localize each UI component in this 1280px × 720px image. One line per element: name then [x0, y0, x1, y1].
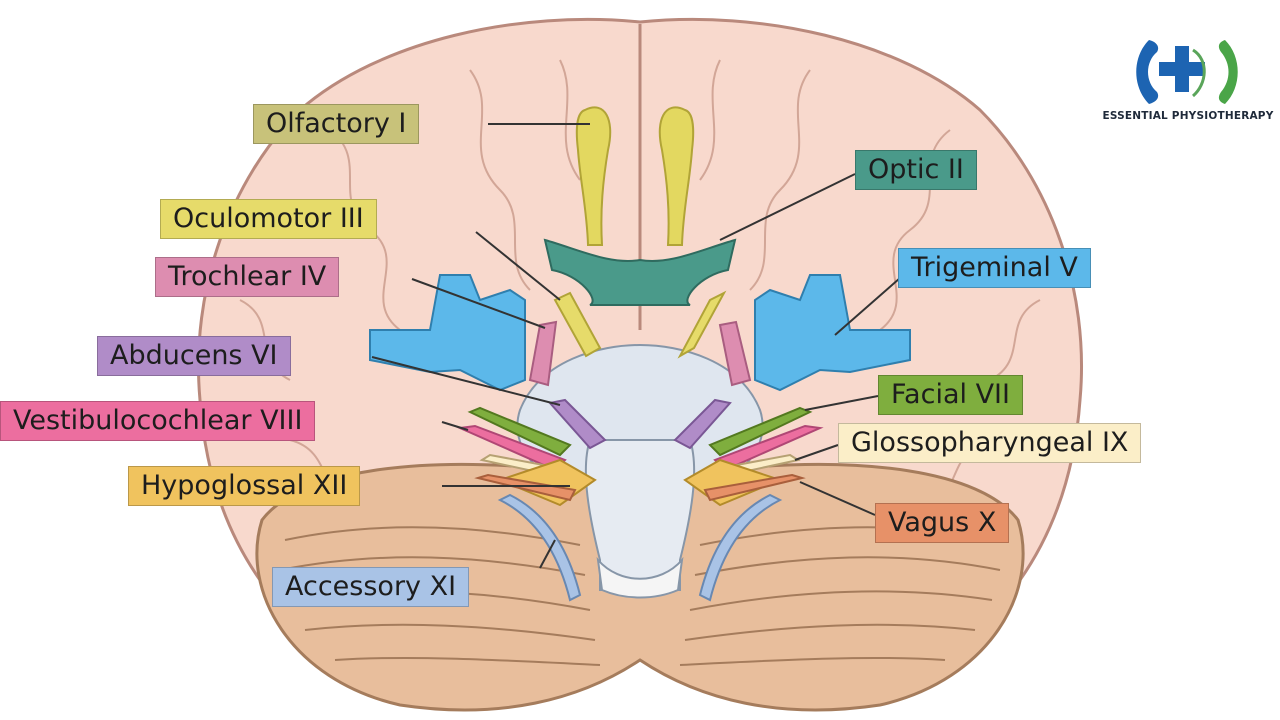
- trochlear-nerve-left: [528, 320, 558, 387]
- trochlear-nerve-right: [718, 320, 752, 387]
- label-abducens: Abducens VI: [97, 336, 291, 376]
- label-trigeminal: Trigeminal V: [898, 248, 1091, 288]
- facial-nerve-left: [467, 406, 572, 457]
- optic-chiasm: [543, 238, 737, 306]
- vestibulocochlear-nerve-left: [456, 424, 567, 472]
- leader-lines: [371, 123, 901, 569]
- cerebellar-folia: [279, 526, 1001, 666]
- olfactory-bulb-right: [658, 106, 695, 246]
- label-optic: Optic II: [855, 150, 977, 190]
- medical-cross-leaf-icon: [1136, 40, 1238, 104]
- accessory-nerve-left: [497, 493, 582, 602]
- label-vagus: Vagus X: [875, 503, 1010, 543]
- label-oculomotor: Oculomotor III: [160, 199, 377, 239]
- oculomotor-nerve-right: [677, 290, 727, 359]
- label-olfactory: Olfactory I: [253, 104, 420, 144]
- label-trochlear: Trochlear IV: [155, 257, 340, 297]
- brand-name: ESSENTIAL PHYSIOTHERAPY: [1102, 110, 1274, 122]
- oculomotor-nerve-left: [553, 291, 602, 358]
- brand-logo: [1098, 32, 1276, 116]
- label-hypoglossal: Hypoglossal XII: [128, 466, 361, 506]
- label-glossopharyngeal: Glossopharyngeal IX: [838, 423, 1142, 463]
- abducens-nerve-right: [673, 398, 732, 450]
- label-accessory: Accessory XI: [272, 567, 470, 607]
- accessory-nerve-right: [698, 493, 783, 602]
- abducens-nerve-left: [548, 398, 607, 450]
- label-facial: Facial VII: [878, 375, 1023, 415]
- trigeminal-nerve-right: [754, 274, 911, 392]
- vagus-nerve-left: [474, 473, 577, 502]
- spinal-cord: [596, 556, 684, 599]
- olfactory-bulb-left: [575, 106, 612, 246]
- label-vestibulocochlear: Vestibulocochlear VIII: [0, 401, 316, 441]
- vagus-nerve-right: [703, 473, 806, 502]
